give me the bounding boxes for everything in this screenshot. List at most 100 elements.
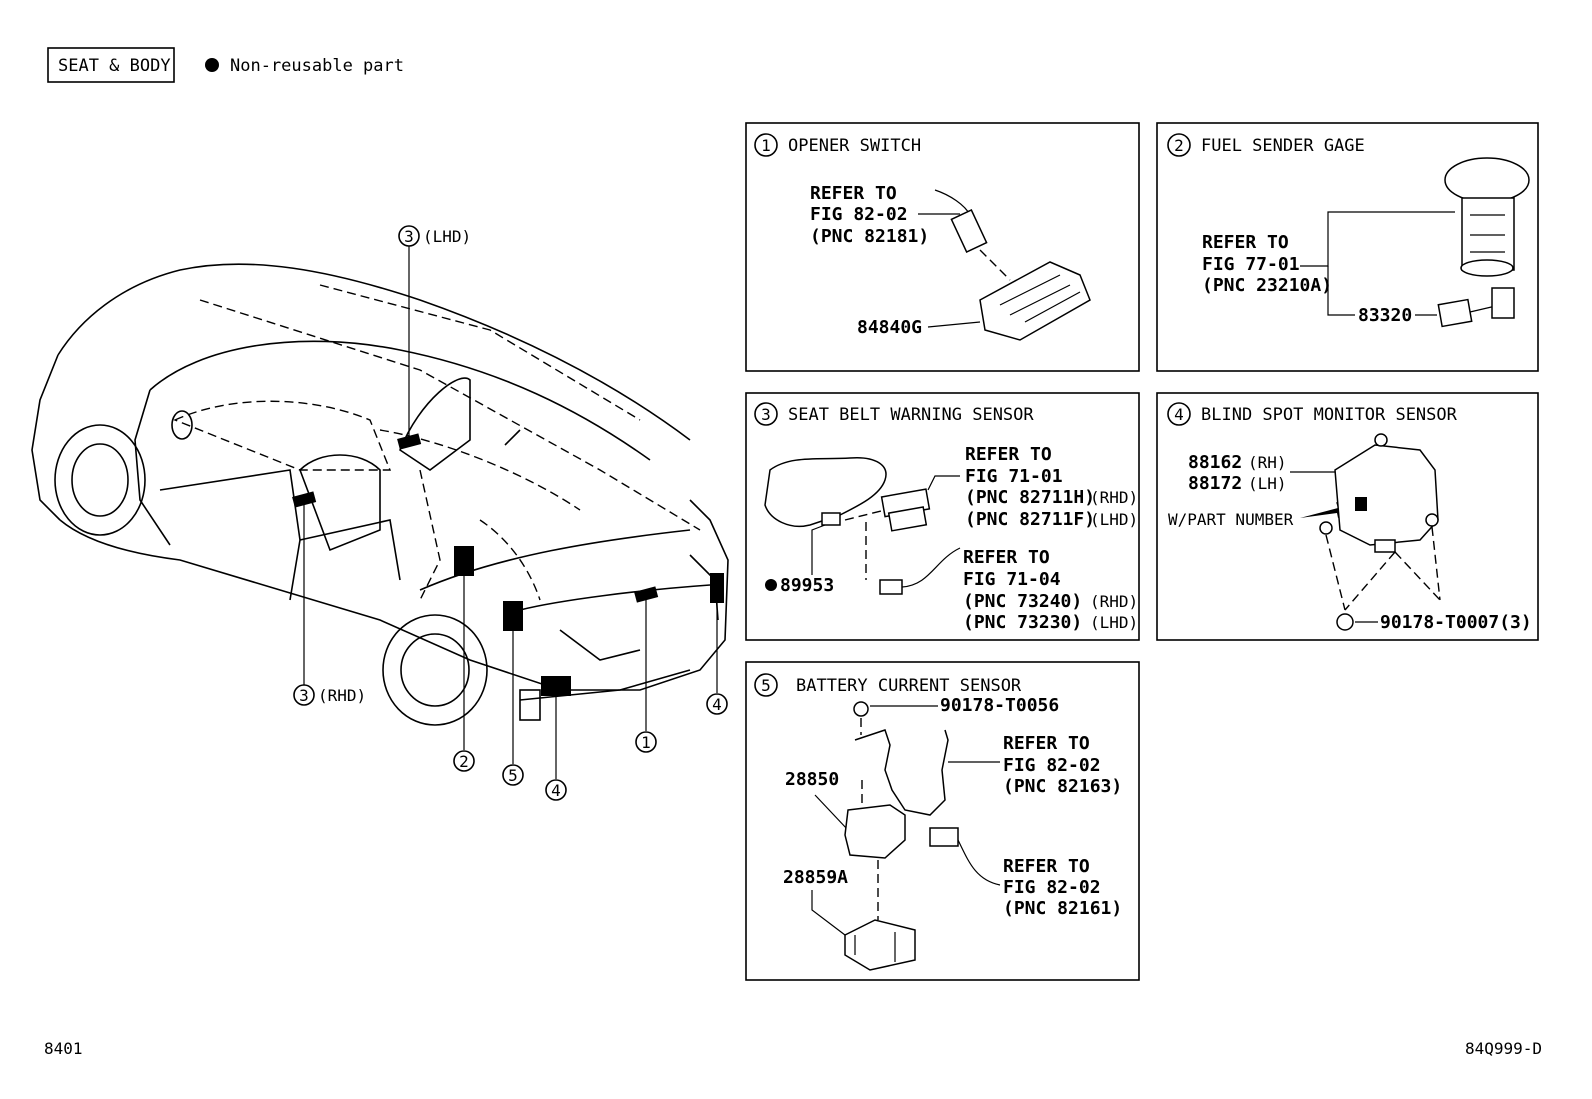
callout-3-rhd: 3 (RHD) bbox=[293, 684, 366, 706]
sensor-connector-icon bbox=[929, 827, 959, 847]
panel-3-num: 3 bbox=[761, 405, 771, 424]
panel-4-title: BLIND SPOT MONITOR SENSOR bbox=[1201, 405, 1458, 425]
marker-blind-spot-rh bbox=[541, 676, 571, 696]
callout-5: 5 bbox=[502, 764, 524, 786]
callout-4-rear: 4 bbox=[545, 779, 567, 801]
panel-5-num: 5 bbox=[761, 676, 771, 695]
panel-5-sensor: 28850 bbox=[785, 769, 839, 790]
panel-5-refer-a-1: REFER TO bbox=[1003, 733, 1090, 754]
battery-cable-icon bbox=[854, 729, 949, 816]
fuel-sender-gage-icon bbox=[1437, 298, 1473, 328]
callout-4-side-num: 4 bbox=[712, 695, 722, 714]
panel-4-part-rh-note: (RH) bbox=[1248, 453, 1287, 472]
panel-2-refer-1: REFER TO bbox=[1202, 232, 1289, 253]
callout-1-num: 1 bbox=[641, 733, 651, 752]
panel-5-refer-a-2: FIG 82-02 bbox=[1003, 755, 1101, 776]
panel-1-part: 84840G bbox=[857, 317, 922, 338]
panel-3-refer-a-pnc1: (PNC 82711H) bbox=[965, 487, 1095, 508]
callout-1: 1 bbox=[635, 731, 657, 753]
panel-opener-switch: 1 OPENER SWITCH REFER TO FIG 82-02 (PNC … bbox=[745, 122, 1140, 372]
panel-battery-current-sensor: 5 BATTERY CURRENT SENSOR 90178-T0056 REF… bbox=[745, 661, 1140, 981]
panel-3-refer-b-note2: (LHD) bbox=[1090, 613, 1138, 632]
panel-3-refer-a-note1: (RHD) bbox=[1090, 488, 1138, 507]
fuel-pump-body-icon bbox=[1461, 197, 1515, 271]
opener-switch-icon bbox=[979, 261, 1091, 341]
component-markers bbox=[292, 433, 724, 696]
callout-4-side: 4 bbox=[706, 693, 728, 715]
leader-lines bbox=[303, 246, 718, 779]
non-reusable-dot-icon bbox=[205, 58, 219, 72]
page-number: 8401 bbox=[44, 1039, 83, 1058]
panel-blind-spot-monitor-sensor: 4 BLIND SPOT MONITOR SENSOR 88162 (RH) 8… bbox=[1156, 392, 1539, 641]
panel-3-refer-a-note2: (LHD) bbox=[1090, 510, 1138, 529]
section-tag: SEAT & BODY bbox=[47, 47, 175, 83]
section-tag-label: SEAT & BODY bbox=[58, 56, 171, 76]
part-number-label-icon bbox=[1355, 497, 1367, 511]
marker-seat-belt-rhd bbox=[292, 491, 317, 508]
panel-3-title: SEAT BELT WARNING SENSOR bbox=[788, 405, 1034, 425]
panel-2-refer-3: (PNC 23210A) bbox=[1202, 275, 1332, 296]
panel-3-part: 89953 bbox=[780, 575, 834, 596]
panel-2-title: FUEL SENDER GAGE bbox=[1201, 136, 1365, 156]
callout-2: 2 bbox=[453, 750, 475, 772]
panel-5-nut: 90178-T0056 bbox=[940, 695, 1059, 716]
marker-blind-spot-lh bbox=[710, 573, 724, 603]
panel-4-bolt: 90178-T0007(3) bbox=[1380, 612, 1532, 633]
panel-4-w-part-number: W/PART NUMBER bbox=[1168, 510, 1294, 529]
callout-3-rhd-note: (RHD) bbox=[318, 686, 366, 705]
panel-3-refer-a-1: REFER TO bbox=[965, 444, 1052, 465]
panel-1-refer-3: (PNC 82181) bbox=[810, 226, 929, 247]
callout-3-lhd: 3 (LHD) bbox=[398, 225, 471, 247]
callout-3-lhd-num: 3 bbox=[404, 227, 414, 246]
seat-belt-sensor-mat-icon bbox=[764, 457, 887, 527]
panel-1-title: OPENER SWITCH bbox=[788, 136, 921, 156]
panel-5-refer-a-3: (PNC 82163) bbox=[1003, 776, 1122, 797]
panel-seat-belt-warning-sensor: 3 SEAT BELT WARNING SENSOR REFER TO FIG … bbox=[745, 392, 1140, 641]
panel-1-num: 1 bbox=[761, 136, 771, 155]
panel-4-num: 4 bbox=[1174, 405, 1184, 424]
panel-1-refer-2: FIG 82-02 bbox=[810, 204, 908, 225]
battery-current-sensor-icon bbox=[844, 804, 906, 859]
callout-3-rhd-num: 3 bbox=[299, 686, 309, 705]
panel-4-part-lh-note: (LH) bbox=[1248, 474, 1287, 493]
legend-label: Non-reusable part bbox=[230, 56, 404, 76]
fuel-pump-flange-icon bbox=[1444, 157, 1530, 203]
marker-battery-sensor bbox=[503, 601, 523, 631]
panel-4-part-lh: 88172 bbox=[1188, 473, 1242, 494]
panel-5-refer-b-3: (PNC 82161) bbox=[1003, 898, 1122, 919]
panel-3-refer-a-2: FIG 71-01 bbox=[965, 466, 1063, 487]
marker-opener-switch bbox=[634, 586, 659, 603]
opener-connector-icon bbox=[950, 209, 988, 253]
panel-4-part-rh: 88162 bbox=[1188, 452, 1242, 473]
panel-3-refer-a-pnc2: (PNC 82711F) bbox=[965, 509, 1095, 530]
panel-2-num: 2 bbox=[1174, 136, 1184, 155]
legend: Non-reusable part bbox=[205, 56, 404, 76]
callout-3-lhd-note: (LHD) bbox=[423, 227, 471, 246]
panel-1-refer-1: REFER TO bbox=[810, 183, 897, 204]
marker-seat-belt-lhd bbox=[397, 433, 422, 450]
seat-belt-connector-b-icon bbox=[879, 579, 903, 595]
panel-3-refer-b-pnc1: (PNC 73240) bbox=[963, 591, 1082, 612]
marker-fuel-sender bbox=[454, 546, 474, 576]
callout-2-num: 2 bbox=[459, 752, 469, 771]
panel-5-refer-b-1: REFER TO bbox=[1003, 856, 1090, 877]
bolt-icon bbox=[1336, 613, 1354, 631]
panel-fuel-sender-gage: 2 FUEL SENDER GAGE REFER TO FIG 77-01 (P… bbox=[1156, 122, 1539, 372]
nut-icon bbox=[853, 701, 869, 717]
panel-5-bracket: 28859A bbox=[783, 867, 848, 888]
sensor-bracket-icon bbox=[844, 919, 916, 971]
panel-2-refer-2: FIG 77-01 bbox=[1202, 254, 1300, 275]
vehicle-illustration bbox=[31, 263, 729, 726]
panel-5-title: BATTERY CURRENT SENSOR bbox=[796, 676, 1022, 696]
blind-spot-sensor-icon bbox=[1334, 444, 1439, 546]
panel-3-refer-b-note1: (RHD) bbox=[1090, 592, 1138, 611]
panel-3-refer-b-2: FIG 71-04 bbox=[963, 569, 1061, 590]
callout-5-num: 5 bbox=[508, 766, 518, 785]
panel-3-refer-b-pnc2: (PNC 73230) bbox=[963, 612, 1082, 633]
figure-code: 84Q999-D bbox=[1465, 1039, 1542, 1058]
non-reusable-dot-icon bbox=[765, 579, 777, 591]
callout-4-rear-num: 4 bbox=[551, 781, 561, 800]
panel-2-part: 83320 bbox=[1358, 305, 1412, 326]
fuel-sender-bracket-icon bbox=[1491, 287, 1515, 319]
panel-3-refer-b-1: REFER TO bbox=[963, 547, 1050, 568]
